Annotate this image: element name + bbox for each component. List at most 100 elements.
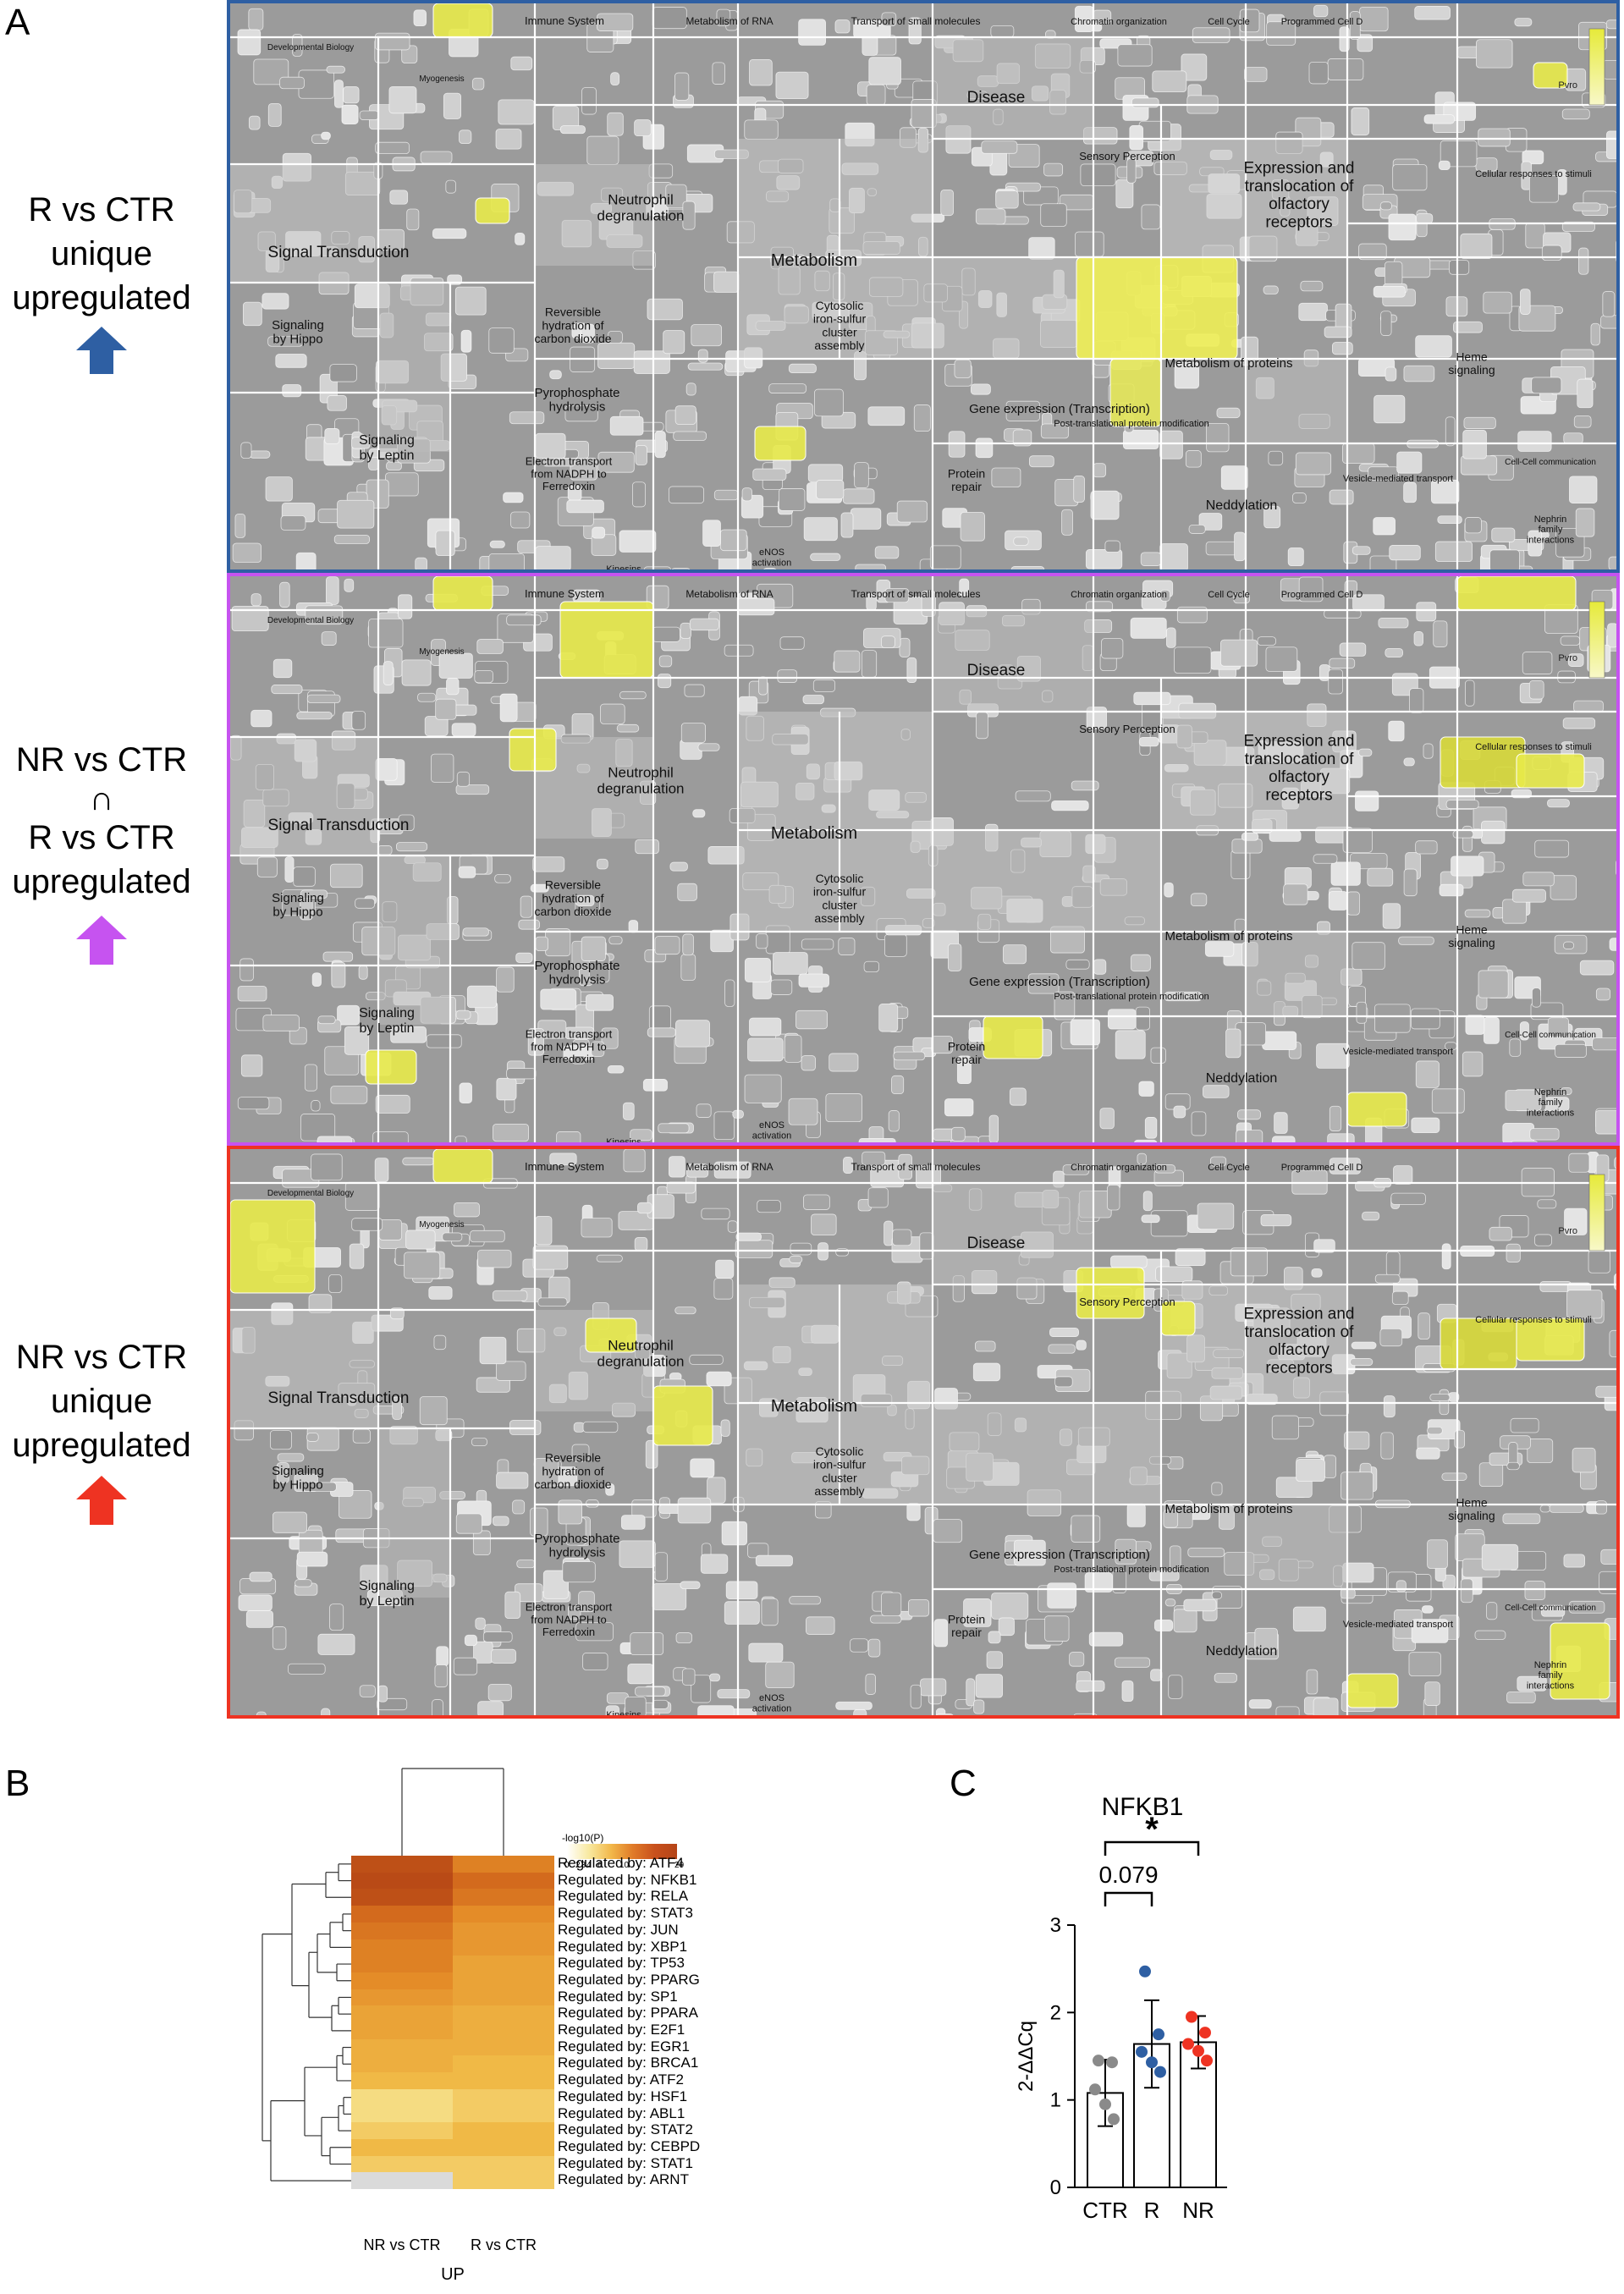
pathway-cell	[1592, 1037, 1616, 1051]
heatmap-cell	[351, 1922, 453, 1939]
pathway-cell	[888, 1110, 900, 1132]
y-tick-label: 1	[1050, 2089, 1061, 2112]
pathway-cell	[1595, 1385, 1616, 1398]
pathway-cell	[1329, 1105, 1342, 1131]
pathway-cell	[1154, 1164, 1175, 1174]
pathway-cell	[442, 1232, 463, 1242]
pathway-cell	[456, 771, 471, 787]
pathway-region	[230, 164, 378, 283]
pathway-cell	[265, 476, 293, 502]
highlighted-pathway	[1076, 256, 1238, 360]
pathway-cell	[1185, 450, 1202, 468]
pathway-cell	[630, 1129, 652, 1141]
pathway-cell	[1237, 1109, 1261, 1120]
pathway-cell	[499, 693, 518, 723]
pathway-cell	[1140, 552, 1162, 566]
pathway-cell	[1590, 322, 1600, 346]
pathway-cell	[455, 1009, 471, 1020]
pathway-cell	[1374, 394, 1406, 424]
pathway-cell	[1369, 555, 1397, 569]
pathway-cell	[489, 540, 505, 548]
heatmap-row-label: Regulated by: RELA	[558, 1888, 689, 1905]
region-label-pcd: Programmed Cell D	[1281, 590, 1363, 600]
pathway-cell	[1330, 861, 1361, 886]
heatmap-row-label: Regulated by: SP1	[558, 1988, 678, 2005]
heatmap-legend-tick: 20	[674, 1861, 685, 1870]
pathway-cell	[581, 1218, 613, 1238]
heatmap-cell	[351, 1939, 453, 1956]
pathway-cell	[1138, 1081, 1154, 1097]
pathway-cell	[677, 883, 697, 901]
heatmap-cell	[453, 2088, 554, 2106]
pathway-cell	[377, 845, 393, 855]
pathway-cell	[1403, 868, 1418, 897]
pathway-cell	[803, 1194, 830, 1210]
pathway-cell	[282, 384, 302, 398]
pathway-cell	[337, 499, 375, 529]
pathway-cell	[1506, 1243, 1521, 1263]
pathway-cell	[474, 669, 493, 684]
pathway-cell	[801, 1055, 816, 1071]
pathway-cell	[1511, 888, 1546, 903]
pathway-cell	[339, 1490, 372, 1519]
pathway-cell	[575, 1622, 614, 1642]
pathway-cell	[1424, 1681, 1440, 1706]
pathway-cell	[1344, 1431, 1370, 1450]
pathway-cell	[275, 354, 307, 368]
pathway-cell	[735, 1232, 762, 1241]
pathway-cell	[652, 1699, 669, 1709]
pathway-cell	[1244, 67, 1268, 82]
pathway-cell	[1263, 285, 1279, 294]
pathway-cell	[1085, 549, 1123, 569]
pathway-cell	[691, 324, 722, 347]
pathway-cell	[868, 57, 901, 85]
heatmap-cell	[351, 1856, 453, 1873]
pathway-cell	[1572, 202, 1601, 212]
purple-up-arrow-icon	[76, 916, 127, 965]
data-point	[1106, 2056, 1118, 2069]
heatmap-cell	[453, 1956, 554, 1973]
pathway-cell	[1174, 646, 1212, 674]
highlighted-pathway	[1550, 1622, 1610, 1700]
pathway-cell	[959, 578, 970, 597]
pathway-region	[738, 1285, 933, 1505]
region-label-pcd: Programmed Cell D	[1281, 1163, 1363, 1173]
heatmap-cell	[453, 2072, 554, 2090]
pathway-region	[738, 712, 933, 932]
pathway-cell	[471, 1437, 487, 1447]
row-label-line: ∩	[89, 780, 114, 817]
region-label-protmet: Metabolism of proteins	[1165, 1502, 1293, 1516]
pathway-cell	[893, 1051, 926, 1061]
pathway-cell	[975, 437, 994, 459]
heatmap-cell	[351, 2088, 453, 2106]
pathway-region	[230, 1310, 378, 1428]
pathway-cell	[789, 1596, 821, 1605]
pathway-cell	[1126, 1503, 1146, 1527]
pathway-cell	[931, 1036, 953, 1054]
pathway-cell	[1198, 513, 1223, 531]
pathway-cell	[1311, 1268, 1323, 1278]
pathway-cell	[634, 1236, 648, 1252]
pathway-cell	[1220, 465, 1248, 490]
region-label-signal: Signal Transduction	[268, 817, 410, 834]
pathway-cell	[1549, 1504, 1584, 1513]
pathway-cell	[1328, 668, 1343, 695]
pathway-cell	[1112, 1570, 1127, 1593]
pathway-cell	[973, 1699, 985, 1714]
pathway-cell	[573, 1422, 585, 1433]
pathway-cell	[814, 388, 844, 417]
pathway-cell	[597, 858, 608, 870]
pathway-cell	[1588, 1250, 1611, 1274]
pathway-cell	[575, 894, 595, 906]
pathway-cell	[858, 1137, 896, 1142]
pathway-cell	[654, 1552, 669, 1582]
pathway-cell	[1040, 423, 1070, 439]
highlighted-pathway	[432, 576, 493, 611]
pathway-cell	[1367, 867, 1394, 887]
pathway-cell	[806, 1616, 835, 1635]
pathway-cell	[351, 711, 366, 730]
pathway-cell	[492, 1516, 509, 1527]
pathway-cell	[256, 856, 278, 877]
